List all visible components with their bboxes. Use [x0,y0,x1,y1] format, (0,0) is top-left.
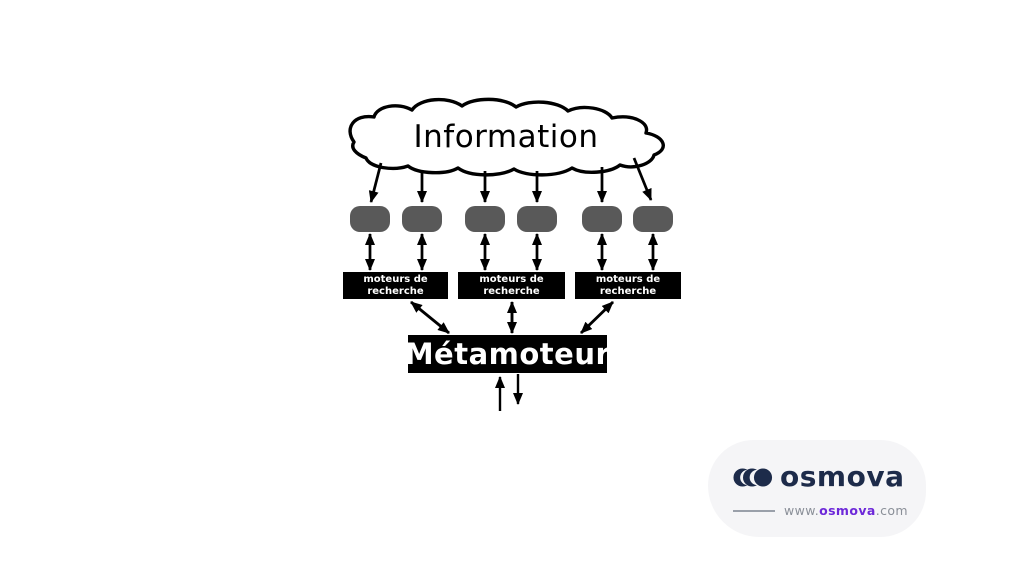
engine-box: moteurs de recherche [458,272,565,299]
search-node [402,206,442,232]
logo-wordmark: osmova [780,460,905,493]
search-node [517,206,557,232]
engine-box: moteurs de recherche [575,272,681,299]
divider-line [733,509,775,512]
website-url: www.osmova.com [784,503,908,518]
search-node [633,206,673,232]
search-node [465,206,505,232]
down-arrow [632,157,653,201]
url-brand: osmova [819,503,876,518]
double-arrow [579,300,615,335]
node-to-engine-arrows [365,233,658,271]
engine-box-label-line1: moteurs de [479,274,544,285]
osmova-logo-icon [733,467,773,487]
double-arrow [410,300,450,335]
logo-row: osmova [733,461,904,493]
branding-badge: osmova www.osmova.com [708,440,926,537]
cloud-to-node-arrows [368,157,653,203]
cloud-label: Information [413,119,599,155]
search-node [350,206,390,232]
meta-io-arrows [495,374,523,411]
cloud-shape [348,97,665,177]
search-node [582,206,622,232]
engine-box-label-line2: recherche [483,285,540,297]
down-arrow [368,162,383,203]
metasearch-box: Métamoteur [404,335,611,373]
engine-box: moteurs de recherche [343,272,448,299]
url-row: www.osmova.com [733,503,908,518]
engine-box-label-line1: moteurs de [595,274,661,285]
engine-box-label-line2: recherche [367,285,424,297]
url-suffix: .com [875,503,909,518]
engine-box-label-line1: moteurs de [363,274,428,285]
url-prefix: www. [784,503,820,518]
engine-box-label-line2: recherche [599,285,657,297]
engine-to-meta-arrows [410,300,615,335]
